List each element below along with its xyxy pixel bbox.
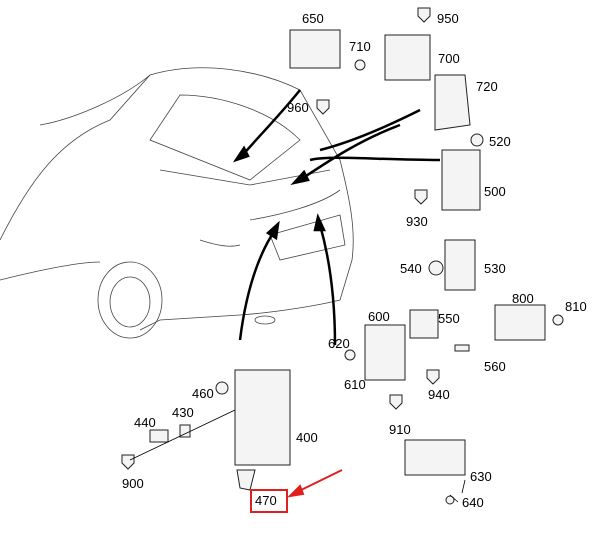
label-650: 650 — [302, 11, 324, 26]
part-530[interactable] — [444, 239, 476, 291]
part-900[interactable] — [121, 454, 135, 470]
label-460: 460 — [192, 386, 214, 401]
part-710[interactable] — [354, 59, 366, 71]
arrows — [232, 89, 441, 346]
part-550[interactable] — [409, 309, 439, 339]
part-560[interactable] — [454, 344, 470, 352]
part-810[interactable] — [552, 314, 564, 326]
part-930[interactable] — [414, 189, 428, 205]
part-720[interactable] — [434, 74, 471, 131]
label-720: 720 — [476, 79, 498, 94]
label-710: 710 — [349, 39, 371, 54]
label-810: 810 — [565, 299, 587, 314]
label-520: 520 — [489, 134, 511, 149]
part-600[interactable] — [364, 324, 406, 381]
label-560: 560 — [484, 359, 506, 374]
part-520[interactable] — [470, 133, 484, 147]
label-540: 540 — [400, 261, 422, 276]
part-400[interactable] — [234, 369, 291, 466]
label-640: 640 — [462, 495, 484, 510]
label-800: 800 — [512, 291, 534, 306]
label-630: 630 — [470, 469, 492, 484]
label-400: 400 — [296, 430, 318, 445]
part-540[interactable] — [428, 260, 444, 276]
part-940[interactable] — [426, 369, 440, 385]
label-930: 930 — [406, 214, 428, 229]
label-600: 600 — [368, 309, 390, 324]
label-900: 900 — [122, 476, 144, 491]
leader-lines — [129, 409, 466, 503]
part-800[interactable] — [494, 304, 546, 341]
label-500: 500 — [484, 184, 506, 199]
part-630[interactable] — [404, 439, 466, 476]
part-500[interactable] — [441, 149, 481, 211]
part-470[interactable] — [236, 469, 256, 491]
label-550: 550 — [438, 311, 460, 326]
label-700: 700 — [438, 51, 460, 66]
label-610: 610 — [344, 377, 366, 392]
part-460[interactable] — [215, 381, 229, 395]
label-440: 440 — [134, 415, 156, 430]
label-940: 940 — [428, 387, 450, 402]
label-960: 960 — [287, 100, 309, 115]
label-530: 530 — [484, 261, 506, 276]
label-430: 430 — [172, 405, 194, 420]
part-700[interactable] — [384, 34, 431, 81]
part-440[interactable] — [149, 429, 169, 443]
part-910[interactable] — [389, 394, 403, 410]
part-650[interactable] — [289, 29, 341, 69]
part-960[interactable] — [316, 99, 330, 115]
label-950: 950 — [437, 11, 459, 26]
label-470[interactable]: 470 — [255, 493, 277, 508]
red-pointer-arrow — [287, 469, 343, 498]
label-620: 620 — [328, 336, 350, 351]
highlight-box-470 — [250, 489, 288, 513]
part-640[interactable] — [445, 495, 455, 505]
label-910: 910 — [389, 422, 411, 437]
part-620[interactable] — [344, 349, 356, 361]
parts — [121, 7, 564, 505]
part-950[interactable] — [417, 7, 431, 23]
